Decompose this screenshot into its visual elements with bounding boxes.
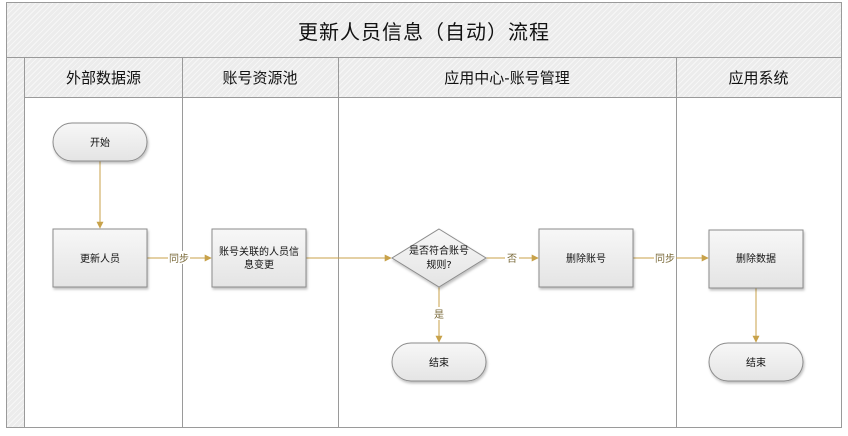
node-account-change-label-line-1: 账号关联的人员信	[219, 245, 299, 258]
lane-label-account-pool: 账号资源池	[222, 69, 298, 87]
node-update-person-label: 更新人员	[80, 252, 120, 265]
node-start: 开始	[52, 122, 148, 162]
node-account-change-label-line-2: 息变更	[244, 258, 274, 271]
edge-label-no: 否	[507, 253, 517, 265]
node-delete-account-label: 删除账号	[566, 252, 606, 265]
node-update-person: 更新人员	[52, 228, 148, 288]
node-end-center-label: 结束	[429, 356, 449, 369]
lane-divider	[676, 58, 677, 427]
node-end-app: 结束	[708, 342, 804, 382]
edge-label-yes: 是	[434, 309, 444, 321]
node-decision-label-line-1: 是否符合账号	[409, 244, 469, 257]
node-decision: 是否符合账号 规则?	[391, 228, 487, 288]
svg-text:开始: 开始	[90, 136, 110, 149]
diagram-title: 更新人员信息（自动）流程	[298, 19, 550, 44]
edge-label-sync-2: 同步	[655, 253, 675, 265]
lane-header-app-center: 应用中心-账号管理	[338, 58, 676, 98]
node-account-change: 账号关联的人员信 息变更	[211, 228, 307, 288]
node-delete-account: 删除账号	[538, 228, 634, 288]
svg-text:结束: 结束	[746, 356, 766, 369]
lane-header-app-system: 应用系统	[676, 58, 841, 98]
lane-label-external-source: 外部数据源	[65, 69, 141, 87]
svg-text:是否符合账号: 是否符合账号	[409, 244, 469, 257]
node-delete-data: 删除数据	[708, 229, 804, 289]
svg-text:删除数据: 删除数据	[736, 252, 776, 265]
svg-text:更新人员: 更新人员	[80, 252, 120, 265]
svg-text:息变更: 息变更	[244, 258, 274, 271]
diagram-frame: 更新人员信息（自动）流程 外部数据源 账号资源池 应用中心-账号管理 应用系统	[6, 2, 842, 428]
edge-labels: 同步 否 同步 是	[168, 251, 676, 321]
svg-text:删除账号: 删除账号	[566, 252, 606, 265]
lane-divider	[182, 58, 183, 427]
node-end-app-label: 结束	[746, 356, 766, 369]
svg-text:规则?: 规则?	[426, 258, 451, 271]
node-start-label: 开始	[90, 136, 110, 149]
svg-text:账号关联的人员信: 账号关联的人员信	[219, 245, 299, 258]
node-end-center: 结束	[391, 342, 487, 382]
left-strip	[7, 58, 25, 427]
edge-label-sync-1: 同步	[169, 253, 189, 265]
title-band: 更新人员信息（自动）流程	[7, 3, 841, 58]
lane-label-app-system: 应用系统	[728, 69, 789, 87]
node-decision-label-line-2: 规则?	[426, 258, 451, 271]
lane-label-app-center: 应用中心-账号管理	[444, 69, 570, 87]
svg-text:结束: 结束	[429, 356, 449, 369]
lane-divider	[338, 58, 339, 427]
lane-header-external-source: 外部数据源	[25, 58, 182, 98]
node-delete-data-label: 删除数据	[736, 252, 776, 265]
lane-header-account-pool: 账号资源池	[182, 58, 338, 98]
